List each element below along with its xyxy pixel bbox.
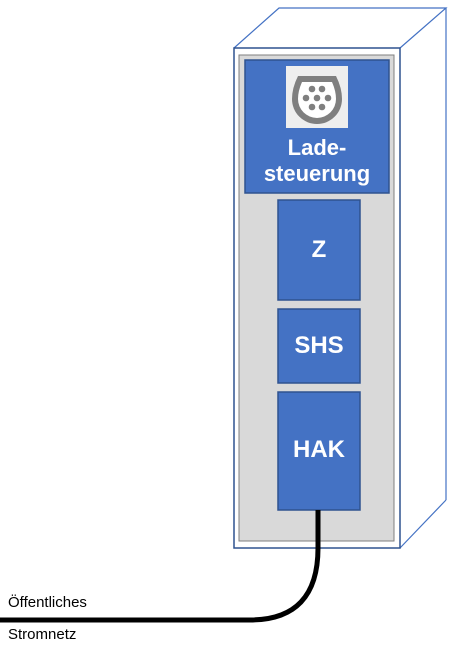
hak-block bbox=[277, 391, 361, 511]
charge-control-label-line1: Lade- bbox=[287, 135, 347, 160]
shs-block bbox=[277, 308, 361, 384]
ev-charging-plug-icon bbox=[286, 66, 348, 128]
meter-label: Z bbox=[311, 236, 327, 263]
hak-label: HAK bbox=[293, 436, 345, 463]
meter-block bbox=[277, 199, 361, 301]
cabinet-perspective-lines bbox=[233, 7, 448, 549]
grid-cable bbox=[0, 510, 321, 623]
grid-label-line1: Öffentliches bbox=[8, 594, 87, 611]
charge-control-label-line2: steuerung bbox=[263, 161, 371, 186]
grid-label-line2: Stromnetz bbox=[8, 626, 77, 643]
shs-label: SHS bbox=[294, 332, 344, 359]
